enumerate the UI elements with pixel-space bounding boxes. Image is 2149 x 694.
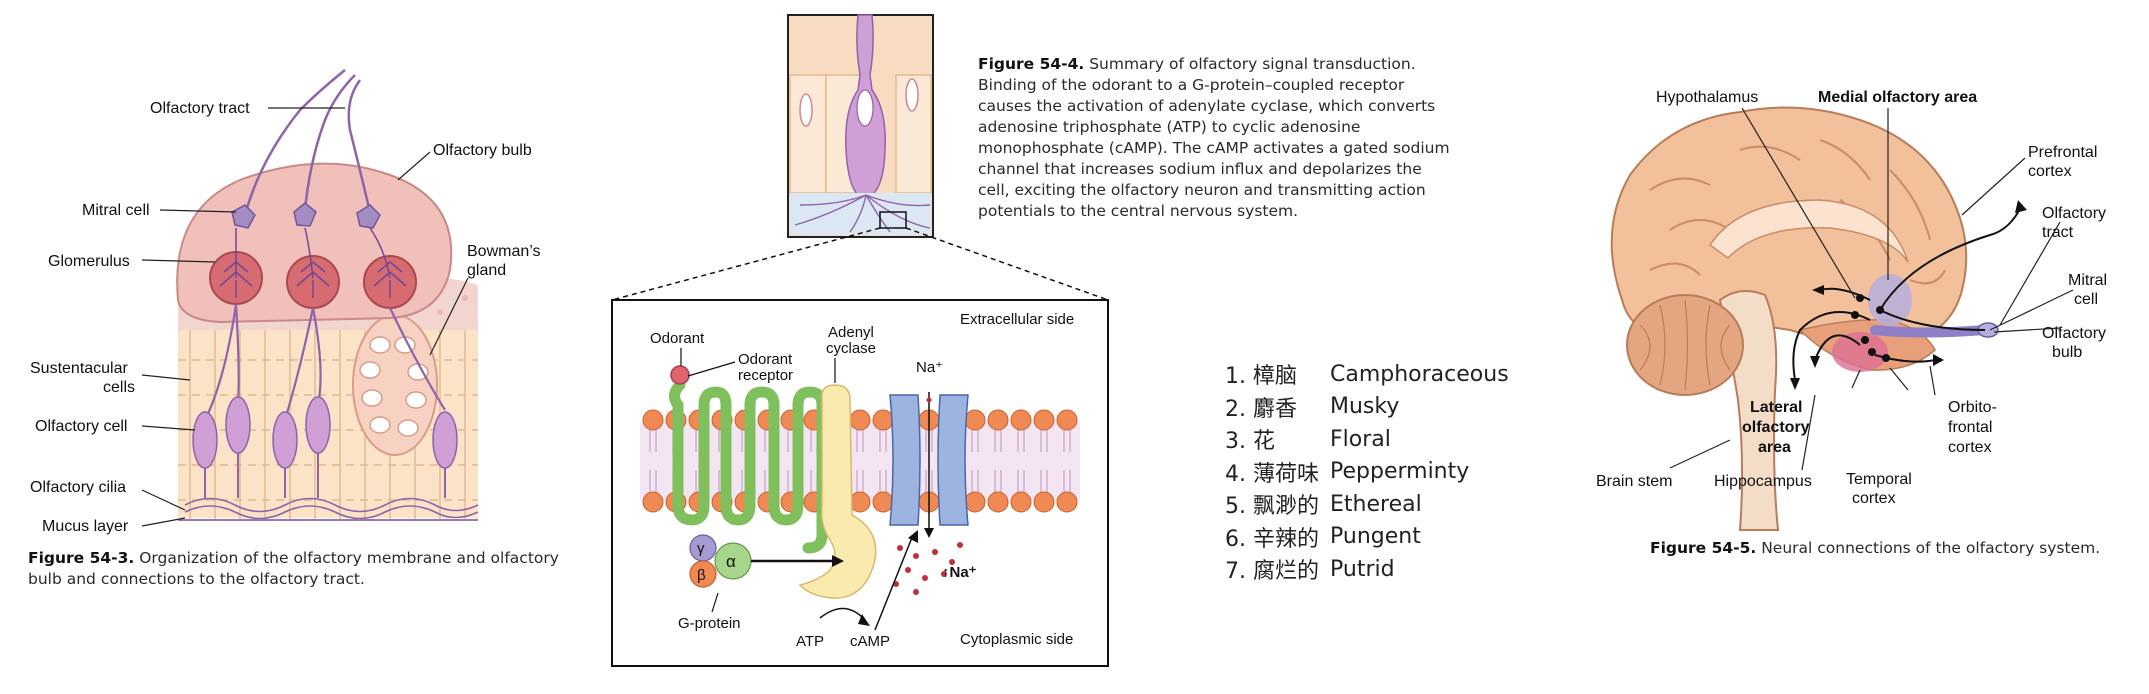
caption-label-54-4: Figure 54-4. [978, 55, 1085, 73]
label-gamma: γ [697, 540, 705, 557]
odor-list-item: 3. 花 Floral [1225, 423, 1509, 456]
caption-text-54-5: Neural connections of the olfactory syst… [1756, 539, 2101, 557]
label-lateral-3: area [1758, 439, 1791, 456]
caption-figure-54-5: Figure 54-5. Neural connections of the o… [1650, 538, 2130, 559]
figure-54-4: γ β α Odorant Odorant receptor Adenyl cy… [600, 0, 1450, 689]
odor-item-en: Floral [1330, 426, 1391, 452]
odor-item-en: Pepperminty [1330, 459, 1470, 485]
figure-54-3: Olfactory tract Olfactory bulb Mitral ce… [0, 0, 580, 600]
glomeruli [209, 227, 417, 309]
label-hippocampus: Hippocampus [1714, 473, 1812, 490]
label-sustentacular-2: cells [103, 379, 135, 396]
label-camp: cAMP [850, 633, 890, 650]
sodium-channel [889, 394, 969, 526]
label-cytoplasmic-side: Cytoplasmic side [960, 631, 1073, 648]
odorant-receptor [669, 379, 828, 554]
label-mitral-cell: Mitral cell [82, 202, 150, 219]
brain-olfactory-connections: Hypothalamus Medial olfactory area Prefr… [1596, 89, 2107, 531]
lateral-olfactory-area [1832, 332, 1888, 372]
odor-list-item: 7. 腐烂的 Putrid [1225, 553, 1509, 586]
olfactory-tract-axons [243, 69, 372, 216]
g-protein [689, 534, 752, 588]
caption-figure-54-3: Figure 54-3. Organization of the olfacto… [28, 548, 568, 590]
odor-item-cn: 3. 花 [1225, 429, 1276, 455]
label-olfactory-tract: Olfactory tract [150, 100, 250, 117]
adenyl-cyclase [798, 384, 877, 599]
medial-olfactory-area [1868, 274, 1912, 326]
label-lateral-1: Lateral [1750, 399, 1802, 416]
label-glomerulus: Glomerulus [48, 253, 130, 270]
odor-item-cn: 2. 麝香 [1225, 396, 1298, 422]
label-orbito-1: Orbito- [1948, 399, 1997, 416]
caption-label-54-5: Figure 54-5. [1650, 539, 1757, 557]
label-temporal-2: cortex [1852, 490, 1896, 507]
odor-item-en: Musky [1330, 394, 1400, 420]
odor-list-item: 4. 薄荷味 Pepperminty [1225, 456, 1509, 489]
mitral-cells [231, 202, 381, 229]
label-mucus-layer: Mucus layer [42, 518, 129, 535]
olfactory-cilia [184, 497, 479, 520]
label-prefrontal-2: cortex [2028, 163, 2072, 180]
signal-transduction-diagram: γ β α Odorant Odorant receptor Adenyl cy… [611, 14, 1109, 667]
caption-figure-54-4: Figure 54-4. Summary of olfactory signal… [978, 54, 1453, 222]
label-sustentacular-1: Sustentacular [30, 360, 129, 377]
odor-item-cn: 4. 薄荷味 [1225, 461, 1320, 487]
odor-list-item: 6. 辛辣的 Pungent [1225, 521, 1509, 554]
caption-text-54-3: Organization of the olfactory membrane a… [28, 549, 559, 588]
odor-item-cn: 1. 樟脑 [1225, 364, 1298, 390]
bowmans-gland [352, 314, 438, 456]
inset-olfactory-cell [787, 14, 934, 238]
odor-item-cn: 7. 腐烂的 [1225, 559, 1320, 585]
label-mitral-1: Mitral [2068, 272, 2107, 289]
label-brain-stem: Brain stem [1596, 473, 1672, 490]
label-extracellular-side: Extracellular side [960, 311, 1074, 328]
label-adenyl-cyclase-1: Adenyl [828, 324, 874, 341]
odor-item-en: Ethereal [1330, 491, 1422, 517]
odor-item-en: Putrid [1330, 556, 1395, 582]
label-beta: β [697, 567, 706, 584]
label-bowmans-gland-1: Bowman’s [467, 243, 541, 260]
label-mitral-2: cell [2074, 291, 2098, 308]
odor-item-en: Pungent [1330, 524, 1421, 550]
caption-label-54-3: Figure 54-3. [28, 549, 135, 567]
odor-list-item: 5. 飘渺的 Ethereal [1225, 488, 1509, 521]
label-olfactory-cilia: Olfactory cilia [30, 479, 126, 496]
label-atp: ATP [796, 633, 824, 650]
label-olfactory-bulb: Olfactory bulb [433, 142, 532, 159]
label-temporal-1: Temporal [1846, 471, 1912, 488]
label-na-bottom: ↑Na⁺ [942, 564, 977, 581]
label-hypothalamus: Hypothalamus [1656, 89, 1758, 106]
figure-54-5: Hypothalamus Medial olfactory area Prefr… [1590, 0, 2149, 600]
cerebellum [1626, 294, 1744, 396]
label-odorant-receptor-1: Odorant [738, 351, 793, 368]
olfactory-membrane-illustration: Olfactory tract Olfactory bulb Mitral ce… [30, 69, 541, 535]
olfactory-tract [1870, 325, 1990, 338]
label-lateral-2: olfactory [1742, 419, 1810, 436]
label-medial-olfactory-area: Medial olfactory area [1818, 89, 1977, 106]
label-odorant: Odorant [650, 330, 705, 347]
odor-item-cn: 6. 辛辣的 [1225, 526, 1320, 552]
label-g-protein: G-protein [678, 615, 741, 632]
caption-text-54-4: Summary of olfactory signal transduction… [978, 55, 1450, 220]
label-olfactory-tract-2: tract [2042, 224, 2074, 241]
primary-odor-list: 1. 樟脑 Camphoraceous 2. 麝香 Musky 3. 花 Flo… [1225, 358, 1509, 586]
odor-list-item: 2. 麝香 Musky [1225, 391, 1509, 424]
label-olfactory-bulb-1: Olfactory [2042, 325, 2106, 342]
label-odorant-receptor-2: receptor [738, 367, 793, 384]
label-orbito-2: frontal [1948, 419, 1992, 436]
label-olfactory-cell: Olfactory cell [35, 418, 127, 435]
label-orbito-3: cortex [1948, 439, 1992, 456]
odor-list-item: 1. 樟脑 Camphoraceous [1225, 358, 1509, 391]
label-olfactory-bulb-2: bulb [2052, 344, 2082, 361]
label-olfactory-tract-1: Olfactory [2042, 205, 2106, 222]
label-adenyl-cyclase-2: cyclase [826, 340, 876, 357]
label-na-top: Na⁺ [916, 359, 943, 376]
odor-item-cn: 5. 飘渺的 [1225, 494, 1320, 520]
label-prefrontal-1: Prefrontal [2028, 144, 2097, 161]
label-alpha: α [726, 552, 736, 571]
odorant-molecule [670, 365, 690, 385]
olfactory-cell-axons [204, 303, 446, 421]
odor-item-en: Camphoraceous [1330, 361, 1509, 387]
label-bowmans-gland-2: gland [467, 262, 506, 279]
